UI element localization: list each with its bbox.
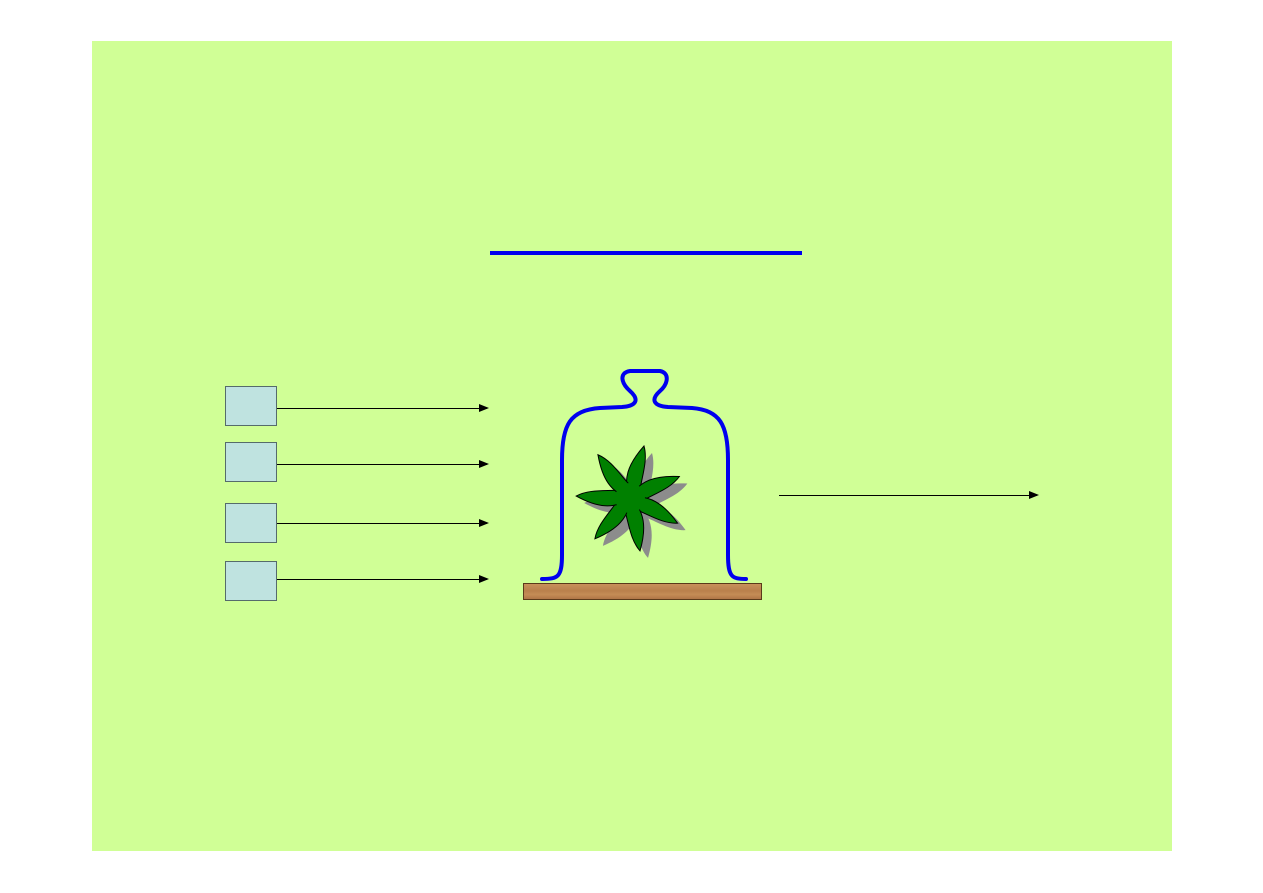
input-arrow-4 [277,579,487,580]
title-underline [490,251,802,255]
arrow-head-icon [479,404,489,412]
input-arrow-1 [277,408,487,409]
input-arrow-2 [277,464,487,465]
arrow-head-icon [479,460,489,468]
input-box-1 [225,386,277,426]
input-box-3 [225,503,277,543]
input-arrow-3 [277,523,487,524]
bell-jar-icon [530,365,760,590]
input-box-4 [225,561,277,601]
arrow-head-icon [479,575,489,583]
output-arrow [779,495,1037,496]
arrow-head-icon [1029,491,1039,499]
arrow-head-icon [479,519,489,527]
input-box-2 [225,442,277,482]
